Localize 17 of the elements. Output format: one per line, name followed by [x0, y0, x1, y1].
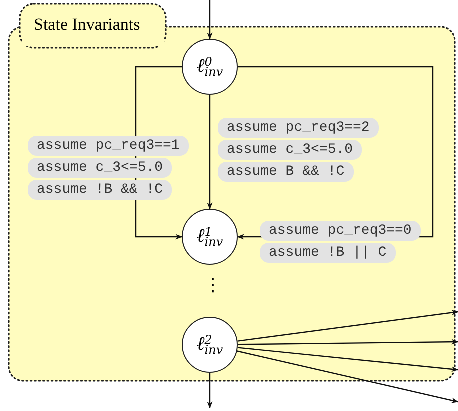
edge-label: assume B && !C — [218, 162, 354, 182]
edge-label: assume !B && !C — [28, 180, 172, 200]
edge-label: assume !B || C — [260, 243, 396, 263]
region-title: State Invariants — [34, 15, 140, 35]
arrow — [238, 347, 458, 372]
edge-label: assume pc_req3==1 — [28, 136, 189, 156]
arrow — [237, 350, 458, 404]
arrow — [238, 339, 458, 346]
edge-label: assume c_3<=5.0 — [28, 158, 172, 178]
arrow — [238, 310, 458, 342]
arrow — [207, 373, 213, 409]
edge-label: assume c_3<=5.0 — [218, 140, 362, 160]
edge-label: assume pc_req3==0 — [260, 221, 421, 241]
arrow — [207, 95, 213, 210]
arrow — [207, 0, 213, 40]
edge-label: assume pc_req3==2 — [218, 118, 379, 138]
ellipsis-dots: ⋮ — [204, 276, 222, 296]
